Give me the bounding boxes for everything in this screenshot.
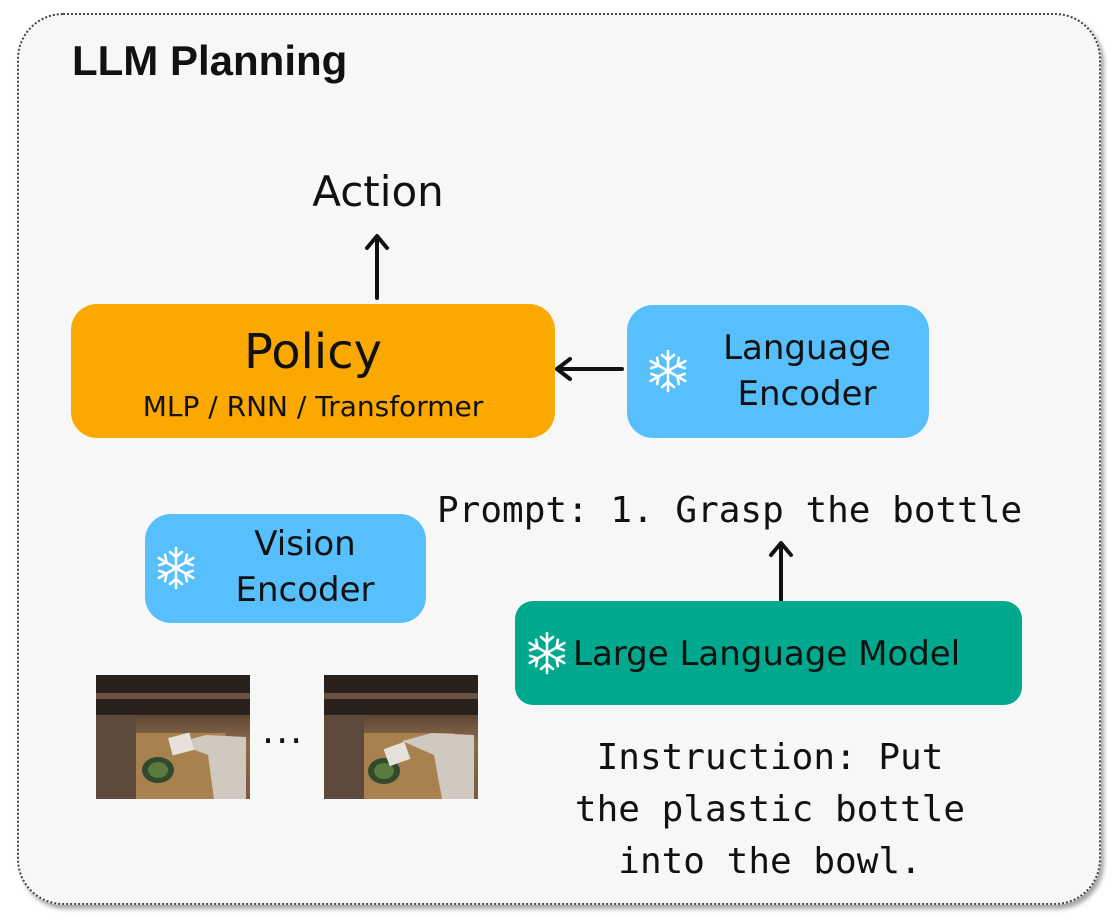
vision-encoder-line1: Vision	[254, 524, 356, 564]
instruction-text: Instruction: Put the plastic bottle into…	[540, 732, 1000, 888]
snowflake-icon	[157, 546, 195, 590]
prompt-text: Prompt: 1. Grasp the bottle	[437, 490, 1023, 531]
vision-encoder-box: Vision Encoder	[145, 514, 426, 623]
snowflake-icon	[649, 349, 687, 393]
robot-scene-image	[324, 675, 478, 799]
policy-subtitle: MLP / RNN / Transformer	[142, 390, 484, 423]
action-label: Action	[312, 167, 444, 216]
observation-frame-last	[324, 675, 478, 799]
llm-label: Large Language Model	[573, 634, 961, 674]
language-encoder-line2: Encoder	[737, 374, 877, 414]
policy-title: Policy	[243, 324, 383, 380]
language-encoder-box: Language Encoder	[627, 305, 929, 438]
robot-scene-image	[96, 675, 250, 799]
llm-box: Large Language Model	[515, 601, 1022, 705]
vision-encoder-line2: Encoder	[235, 570, 375, 610]
vision-encoder-label: Vision Encoder	[205, 521, 405, 613]
instruction-line2: the plastic bottle	[574, 789, 966, 830]
diagram-title: LLM Planning	[72, 37, 348, 84]
frames-ellipsis: ...	[262, 708, 305, 752]
observation-frame-first	[96, 675, 250, 799]
language-encoder-line1: Language	[723, 328, 891, 368]
instruction-line3: into the bowl.	[618, 841, 922, 882]
language-encoder-label: Language Encoder	[707, 325, 907, 417]
snowflake-icon	[528, 631, 566, 675]
instruction-line1: Instruction: Put	[596, 737, 944, 778]
policy-box: Policy MLP / RNN / Transformer	[71, 304, 555, 438]
